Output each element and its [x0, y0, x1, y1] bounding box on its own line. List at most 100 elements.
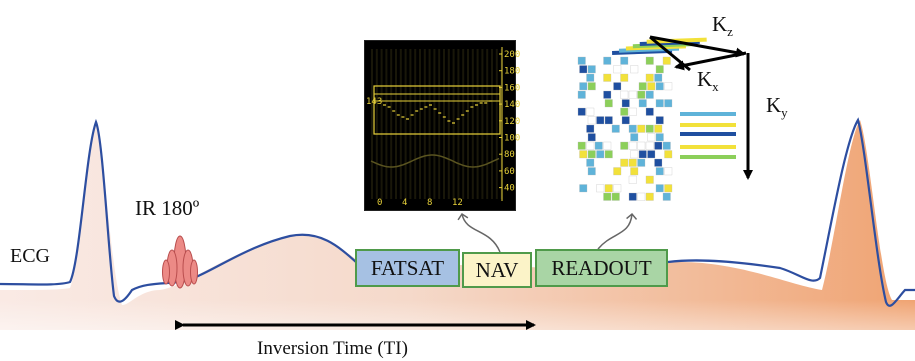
kz-letter: K: [712, 12, 728, 36]
nav-acceptance-window: [373, 85, 501, 135]
kspace-cell: [603, 141, 612, 150]
kspace-cell: [586, 141, 595, 150]
kspace-cell: [655, 82, 664, 91]
kz-subscript: z: [727, 24, 733, 40]
kspace-cell: [586, 107, 595, 116]
kspace-cell: [603, 56, 612, 65]
kspace-cell: [579, 65, 588, 74]
kspace-cell: [637, 141, 646, 150]
nav-x-tick-label: 4: [402, 198, 407, 208]
readout-label: READOUT: [551, 255, 652, 280]
nav-stripe: [385, 49, 388, 199]
kspace-cell: [655, 99, 664, 108]
kspace-cell: [596, 150, 605, 159]
kspace-cell: [645, 56, 654, 65]
kspace-cell: [579, 82, 588, 91]
kspace-cell: [577, 141, 586, 150]
kspace-cell: [579, 184, 588, 193]
kspace-cell: [586, 158, 595, 167]
kspace-cell: [638, 150, 647, 159]
kspace-cell: [621, 99, 630, 108]
kspace-cell: [637, 90, 646, 99]
kspace-cube: [577, 37, 736, 201]
kspace-cell: [645, 175, 654, 184]
kspace-cell: [620, 73, 629, 82]
kx-letter: K: [697, 67, 713, 91]
nav-stripe: [462, 49, 465, 199]
kspace-cell: [647, 150, 656, 159]
nav-lower-wave: [370, 154, 500, 168]
ky-letter: K: [766, 93, 782, 117]
ecg-shaded-area: [0, 120, 915, 330]
kspace-cell: [621, 116, 630, 125]
kspace-cell: [596, 116, 605, 125]
kspace-cell: [630, 167, 639, 176]
kspace-side-stripe: [680, 132, 736, 136]
kspace-cell: [620, 107, 629, 116]
nav-y-tick-label: 120: [504, 117, 520, 127]
kspace-cell: [613, 82, 622, 91]
kspace-cell: [638, 82, 647, 91]
nav-stripe: [390, 49, 393, 199]
kx-axis-arrow: [674, 51, 747, 71]
readout-block: READOUT: [535, 249, 668, 287]
nav-y-tick-label: 140: [504, 100, 520, 110]
kspace-cell: [594, 141, 603, 150]
nav-block: NAV: [462, 252, 532, 288]
kz-label: Kz: [712, 12, 733, 40]
nav-x-tick-label: 12: [452, 198, 463, 208]
kspace-cell: [662, 192, 671, 201]
nav-marker-label: 143: [366, 97, 382, 107]
kspace-cell: [628, 192, 637, 201]
inversion-time-label: Inversion Time (TI): [257, 338, 408, 359]
kspace-cell: [662, 141, 671, 150]
kspace-cell: [620, 90, 629, 99]
kspace-cell: [620, 141, 629, 150]
kspace-cell: [620, 158, 629, 167]
kspace-cell: [655, 167, 664, 176]
nav-stripe: [447, 49, 450, 199]
kspace-side-stripe: [680, 155, 736, 159]
nav-stripe: [433, 49, 436, 199]
fatsat-label: FATSAT: [370, 255, 445, 280]
kspace-cell: [664, 167, 673, 176]
kspace-cell: [655, 116, 664, 125]
kspace-cell: [654, 124, 663, 133]
kspace-cell: [604, 99, 613, 108]
kspace-cell: [662, 56, 671, 65]
kspace-cell: [645, 90, 654, 99]
readout-to-kspace-arrow: [597, 212, 638, 250]
ky-label: Ky: [766, 93, 788, 121]
nav-stripe: [409, 49, 412, 199]
ky-subscript: y: [781, 105, 788, 121]
nav-to-plot-arrow: [457, 212, 501, 253]
nav-stripe: [395, 49, 397, 199]
nav-stripe: [404, 49, 407, 199]
nav-stripe: [371, 49, 373, 199]
kspace-cell: [628, 158, 637, 167]
kspace-cell: [645, 124, 654, 133]
kspace-cell: [613, 167, 622, 176]
nav-stripe: [414, 49, 417, 199]
kspace-cell: [628, 124, 637, 133]
nav-y-tick-label: 180: [504, 67, 520, 77]
nav-y-tick-label: 100: [504, 134, 520, 144]
kspace-cell: [638, 99, 647, 108]
ecg-trace: [0, 117, 915, 307]
kspace-cell: [577, 107, 586, 116]
ir-pulse-icon: [162, 235, 198, 289]
nav-stripe: [399, 49, 402, 199]
nav-stripe: [419, 49, 421, 199]
kspace-cell: [628, 175, 637, 184]
nav-label: NAV: [475, 257, 519, 282]
kspace-cell: [587, 116, 596, 125]
kspace-cell: [611, 192, 620, 201]
nav-stripe: [428, 49, 431, 199]
kspace-cell: [630, 150, 639, 159]
kspace-cell: [628, 141, 637, 150]
nav-y-tick-label: 80: [504, 150, 515, 160]
nav-stripe: [486, 49, 489, 199]
nav-y-tick-label: 160: [504, 83, 520, 93]
kspace-cell: [645, 107, 654, 116]
